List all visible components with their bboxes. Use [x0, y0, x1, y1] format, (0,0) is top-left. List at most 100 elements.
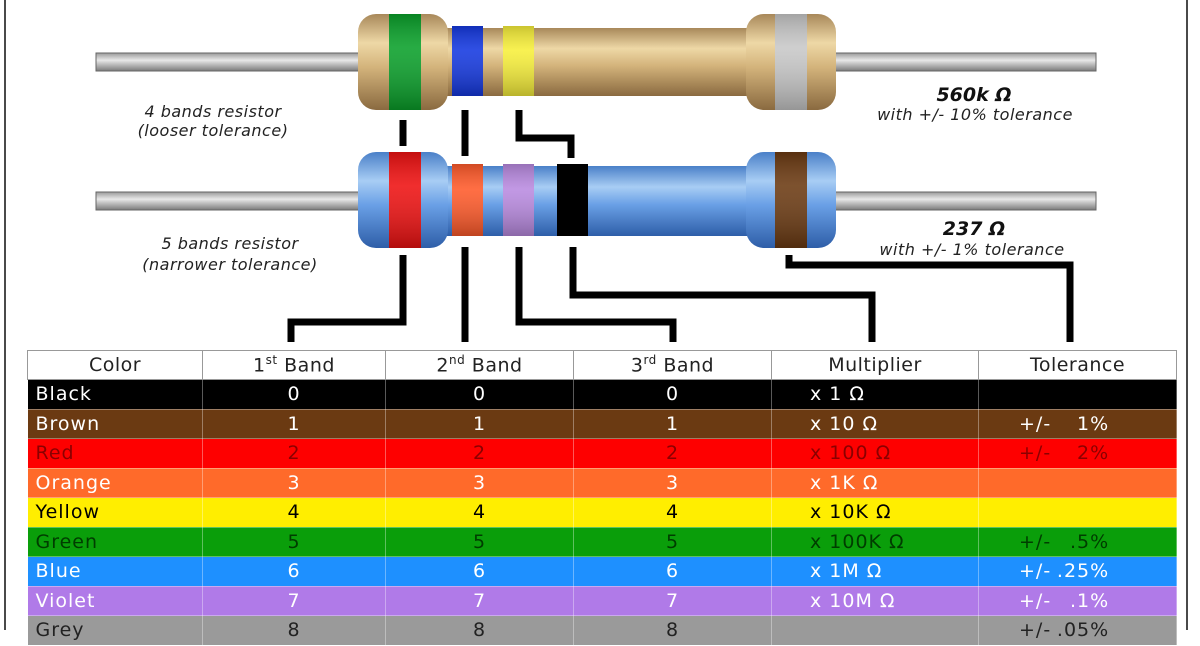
multiplier-cell: x 1 Ω — [771, 379, 979, 410]
connector-tolerance — [785, 255, 1074, 342]
tolerance-cell: +/-.25% — [978, 556, 1177, 587]
band-shading — [503, 164, 534, 236]
header-band2: 2nd Band — [385, 350, 574, 380]
tolerance-cell — [978, 497, 1177, 528]
color-name-cell: Black — [27, 379, 203, 410]
color-name-cell: Grey — [27, 615, 203, 646]
header-color: Color — [27, 350, 203, 380]
header-multiplier: Multiplier — [771, 350, 979, 380]
band-shading — [452, 26, 483, 96]
multiplier-cell: x 10M Ω — [771, 586, 979, 616]
header-band1: 1st Band — [202, 350, 386, 380]
multiplier-cell: x 1M Ω — [771, 556, 979, 587]
band-4-black — [557, 164, 588, 236]
tolerance-prefix: +/- — [1019, 530, 1052, 553]
band1-digit-cell: 7 — [202, 586, 386, 616]
five-band-caption-line2: (narrower tolerance) — [142, 255, 318, 274]
color-name-cell: Blue — [27, 556, 203, 587]
tolerance-cell: +/-1% — [978, 409, 1177, 439]
band2-digit-cell: 2 — [385, 438, 574, 469]
five-band-tolerance-note: with +/- 1% tolerance — [879, 240, 1065, 259]
right-lead-wire — [827, 191, 1097, 211]
tolerance-cell: +/-.5% — [978, 527, 1177, 557]
tolerance-percent: .1% — [1070, 589, 1110, 612]
tolerance-prefix: +/- — [1019, 412, 1052, 435]
four-band-tolerance-note: with +/- 10% tolerance — [877, 105, 1073, 124]
band1-digit-cell: 5 — [202, 527, 386, 557]
color-name-cell: Green — [27, 527, 203, 557]
band-connectors-bottom — [287, 247, 1074, 342]
band3-digit-cell: 7 — [573, 586, 772, 616]
four-band-resistor — [95, 14, 1097, 110]
color-name-cell: Orange — [27, 468, 203, 498]
band3-digit-cell: 8 — [573, 615, 772, 646]
band-shading — [503, 26, 534, 96]
multiplier-cell: x 1K Ω — [771, 468, 979, 498]
band-shading — [389, 152, 421, 248]
color-name-cell: Red — [27, 438, 203, 469]
tolerance-prefix: +/- — [1019, 619, 1052, 642]
four-band-caption-line1: 4 bands resistor — [144, 102, 282, 121]
band-shading — [389, 14, 421, 110]
band-shading — [452, 164, 483, 236]
band1-digit-cell: 4 — [202, 497, 386, 528]
band2-digit-cell: 3 — [385, 468, 574, 498]
band-connectors-top — [399, 110, 575, 158]
header-tolerance: Tolerance — [978, 350, 1177, 380]
five-band-resistor — [95, 152, 1097, 248]
multiplier-cell: x 10K Ω — [771, 497, 979, 528]
multiplier-cell: x 100K Ω — [771, 527, 979, 557]
band3-digit-cell: 0 — [573, 379, 772, 410]
left-lead-wire — [95, 191, 365, 211]
connector-band3 — [515, 247, 677, 342]
band1-digit-cell: 0 — [202, 379, 386, 410]
band2-digit-cell: 4 — [385, 497, 574, 528]
band2-digit-cell: 0 — [385, 379, 574, 410]
multiplier-cell: x 100 Ω — [771, 438, 979, 469]
band2-digit-cell: 6 — [385, 556, 574, 587]
tolerance-prefix: +/- — [1019, 560, 1052, 583]
left-lead-wire — [95, 52, 365, 72]
tolerance-percent: 2% — [1077, 442, 1110, 465]
connector-multiplier — [569, 247, 876, 342]
band1-digit-cell: 8 — [202, 615, 386, 646]
band2-digit-cell: 8 — [385, 615, 574, 646]
color-name-cell: Violet — [27, 586, 203, 616]
five-band-caption: 5 bands resistor (narrower tolerance) — [100, 234, 360, 274]
band3-digit-cell: 3 — [573, 468, 772, 498]
color-name-cell: Brown — [27, 409, 203, 439]
band2-digit-cell: 7 — [385, 586, 574, 616]
color-name-cell: Yellow — [27, 497, 203, 528]
tolerance-cell: +/-2% — [978, 438, 1177, 469]
header-band3: 3rd Band — [573, 350, 772, 380]
band-shading — [775, 152, 807, 248]
band1-digit-cell: 6 — [202, 556, 386, 587]
tolerance-percent: .05% — [1056, 619, 1110, 642]
band1-digit-cell: 3 — [202, 468, 386, 498]
tolerance-cell — [978, 468, 1177, 498]
multiplier-cell — [771, 615, 979, 646]
right-lead-wire — [827, 52, 1097, 72]
connector-band1 — [287, 255, 407, 342]
five-band-caption-line1: 5 bands resistor — [161, 234, 299, 253]
multiplier-cell: x 10 Ω — [771, 409, 979, 439]
four-band-caption: 4 bands resistor (looser tolerance) — [98, 102, 328, 140]
band2-digit-cell: 1 — [385, 409, 574, 439]
band3-digit-cell: 4 — [573, 497, 772, 528]
color-code-table: Color 1st Band 2nd Band 3rd Band Multipl… — [27, 350, 1177, 646]
four-band-value: 560k Ω — [936, 84, 1012, 106]
five-band-value: 237 Ω — [942, 218, 1006, 240]
band3-digit-cell: 6 — [573, 556, 772, 587]
tolerance-cell: +/-.05% — [978, 615, 1177, 646]
tolerance-cell: +/-.1% — [978, 586, 1177, 616]
band-shading — [775, 14, 807, 110]
